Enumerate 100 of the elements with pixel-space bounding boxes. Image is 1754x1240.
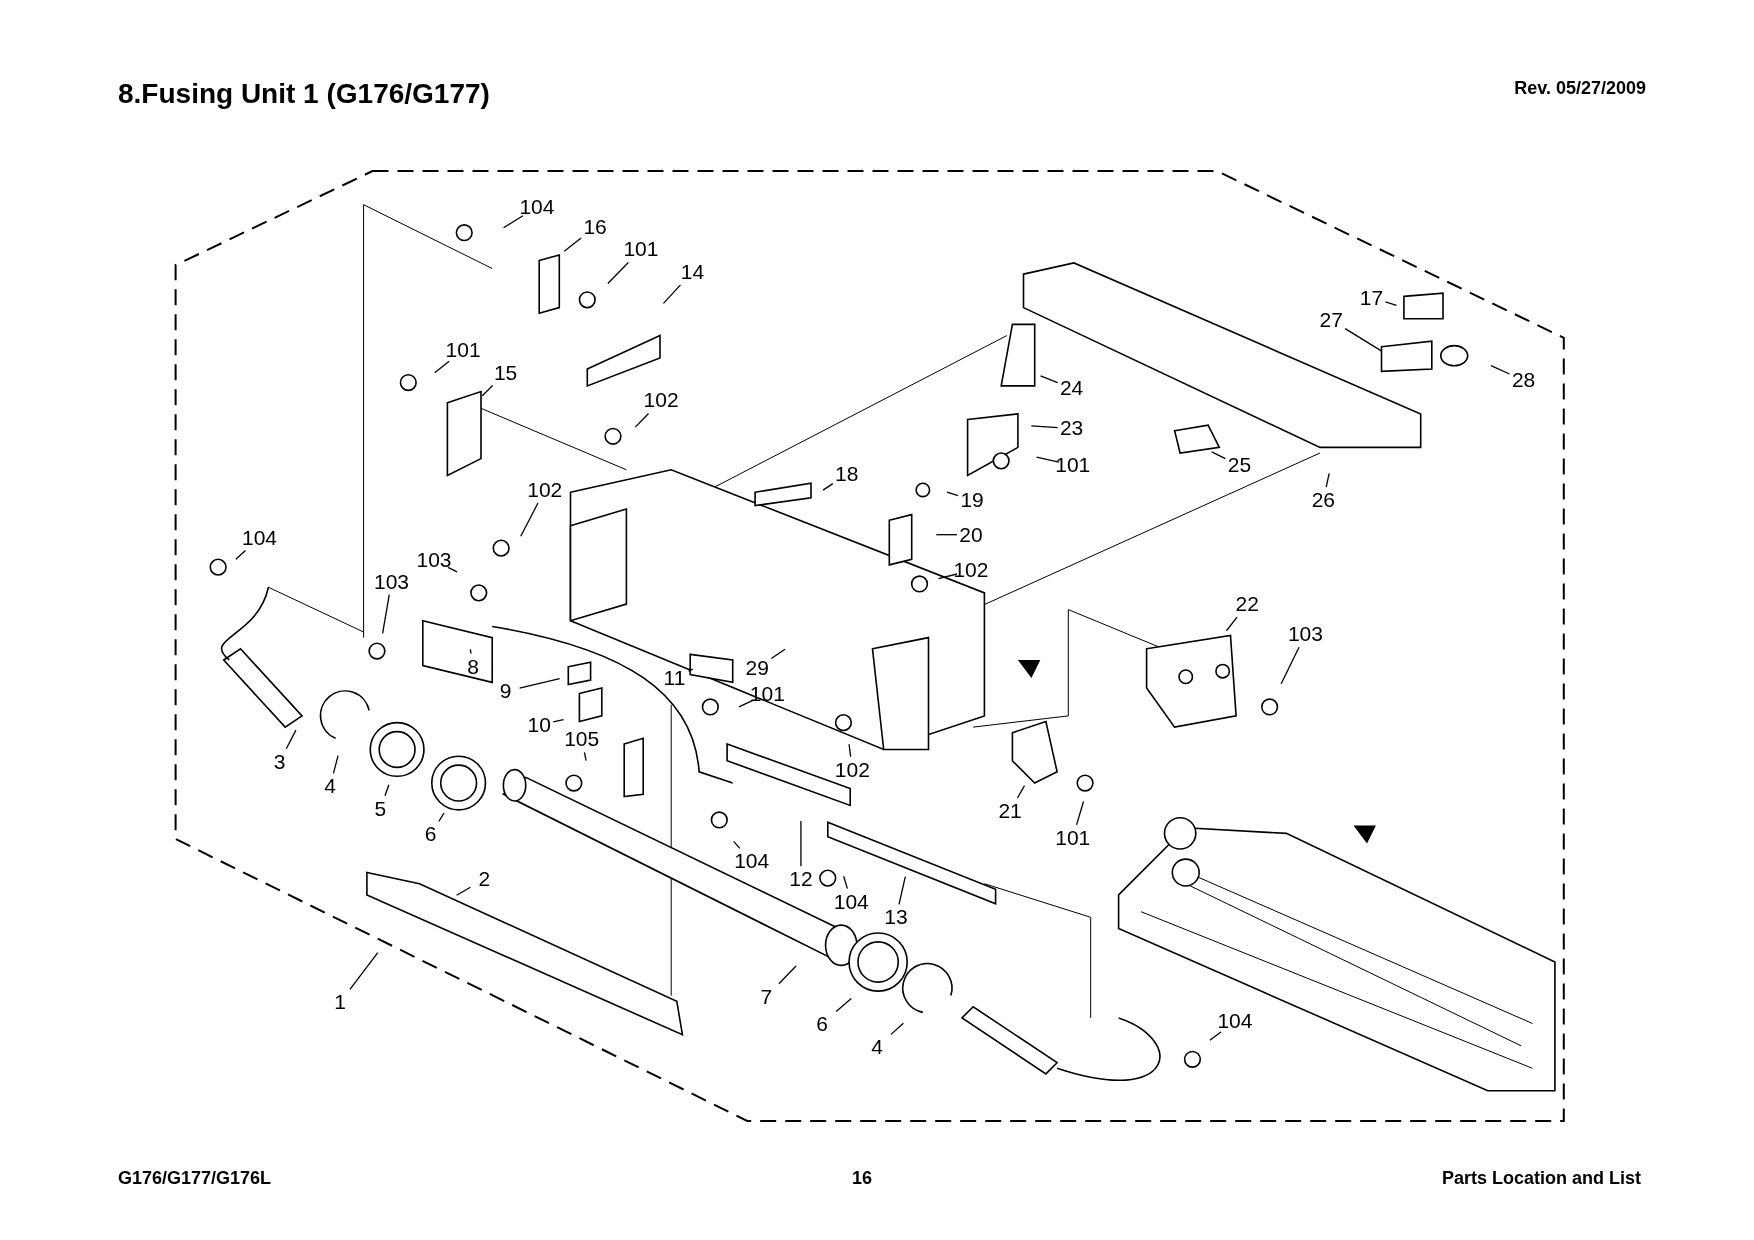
leader-line <box>1325 472 1330 488</box>
callout-number: 11 <box>663 666 686 689</box>
leader-line <box>732 840 741 849</box>
leader-line <box>835 997 852 1013</box>
callout-number: 101 <box>623 238 659 261</box>
callout-number: 26 <box>1311 489 1335 511</box>
callout-number: 23 <box>1059 417 1084 440</box>
leader-line <box>890 1022 905 1036</box>
leader-line <box>1075 800 1085 826</box>
leader-line <box>1016 785 1026 799</box>
leader-line <box>898 876 906 905</box>
leader-line <box>822 483 834 491</box>
callout-number: 105 <box>564 728 600 751</box>
callout-number: 14 <box>680 260 705 283</box>
callout-number: 104 <box>833 890 869 913</box>
callout-number: 6 <box>424 823 437 846</box>
leader-line <box>381 594 390 634</box>
section-footer: Parts Location and List <box>1441 1168 1641 1189</box>
leader-line <box>1211 451 1227 460</box>
callout-number: 102 <box>527 478 563 501</box>
leader-line <box>455 886 471 896</box>
leader-line <box>738 699 755 708</box>
leader-line <box>662 284 682 304</box>
leader-line <box>1209 1031 1222 1041</box>
leader-line <box>770 648 786 660</box>
leader-line <box>937 573 958 580</box>
leader-line <box>481 384 494 397</box>
leader-line <box>778 965 797 985</box>
callout-number: 103 <box>416 549 452 572</box>
callout-number: 25 <box>1227 454 1252 477</box>
callout-number: 104 <box>242 527 278 550</box>
callout-number: 101 <box>445 339 481 362</box>
leader-line <box>563 237 582 252</box>
callout-number: 17 <box>1359 286 1384 309</box>
leader-line <box>800 820 802 867</box>
page-number: 16 <box>852 1168 872 1189</box>
leader-line <box>1036 456 1060 463</box>
callout-number: 9 <box>499 680 512 703</box>
leader-line <box>848 743 852 758</box>
callout-number: 104 <box>734 850 770 873</box>
leader-line <box>583 751 587 762</box>
callout-number: 1 <box>334 991 346 1014</box>
leader-line <box>434 360 450 374</box>
callout-number: 102 <box>834 758 870 781</box>
callout-number: 13 <box>884 906 908 929</box>
callout-number: 4 <box>871 1036 883 1058</box>
callout-number: 102 <box>953 559 989 582</box>
leader-line <box>687 668 694 672</box>
callout-number: 103 <box>1287 623 1323 646</box>
leader-line <box>607 261 629 285</box>
leader-line <box>935 534 958 536</box>
callout-number: 8 <box>467 655 479 678</box>
callout-number: 21 <box>998 800 1022 822</box>
leader-line <box>469 648 472 655</box>
leader-line <box>438 812 445 823</box>
leader-line <box>520 502 539 537</box>
callout-number: 6 <box>816 1012 829 1035</box>
leader-line <box>349 951 379 990</box>
callout-number: 12 <box>789 868 813 891</box>
callout-number: 7 <box>760 985 773 1008</box>
callout-number: 101 <box>1055 454 1091 477</box>
callout-number: 10 <box>527 713 551 736</box>
callout-number: 102 <box>643 389 679 412</box>
leader-line <box>1490 365 1511 375</box>
callout-number: 24 <box>1059 377 1084 400</box>
leader-line <box>384 784 390 797</box>
model-footer: G176/G177/G176L <box>118 1168 272 1189</box>
leader-line <box>1030 425 1059 429</box>
leader-line <box>552 719 565 723</box>
leader-line <box>634 412 650 428</box>
revision-date: Rev. 05/27/2009 <box>1514 78 1646 99</box>
leader-line <box>946 491 959 497</box>
callout-number: 28 <box>1511 369 1536 392</box>
callout-number: 29 <box>745 656 769 679</box>
callout-number: 103 <box>374 570 410 593</box>
leader-line <box>1225 616 1238 632</box>
callout-number: 104 <box>519 195 555 218</box>
leader-line <box>447 566 458 573</box>
leader-line <box>235 549 247 560</box>
leader-line <box>1280 646 1300 685</box>
callout-number: 3 <box>273 750 286 773</box>
leader-line <box>502 215 524 229</box>
callout-number: 5 <box>374 797 387 820</box>
leader-line <box>285 729 297 750</box>
callout-number: 101 <box>1055 826 1091 849</box>
leader-line <box>1344 327 1382 352</box>
callout-number: 27 <box>1319 308 1343 331</box>
leader-line <box>518 678 561 689</box>
callout-number: 19 <box>960 489 984 511</box>
callout-number: 18 <box>835 463 859 486</box>
callout-number: 15 <box>493 361 518 384</box>
callout-number: 104 <box>1217 1010 1253 1033</box>
leader-line <box>1384 301 1398 306</box>
leader-line <box>1039 375 1059 384</box>
leader-line <box>843 875 848 890</box>
callout-number: 16 <box>583 216 607 239</box>
callout-number: 22 <box>1235 593 1259 616</box>
callout-number: 20 <box>959 523 983 546</box>
callout-number: 4 <box>324 775 336 798</box>
callout-number: 101 <box>749 682 785 705</box>
